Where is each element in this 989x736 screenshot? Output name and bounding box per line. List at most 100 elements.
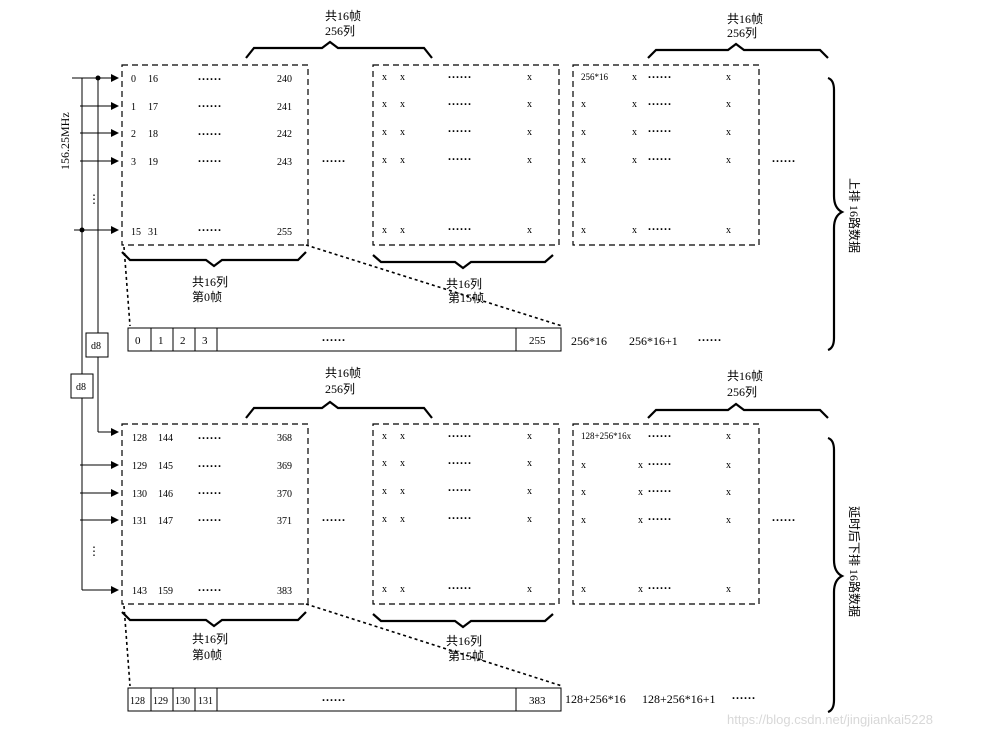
cell: x [400,458,405,469]
upper-f0-frame-label: 第0帧 [192,290,222,304]
cell: x [400,72,405,83]
lower-f0-frame-label: 第0帧 [192,648,222,662]
cell: x [726,155,731,166]
cell: 130 [132,489,147,500]
lower-seq-after-1: 128+256*16 [565,692,626,706]
delay-box-1 [85,332,109,358]
seq-end-cell: 383 [529,695,546,707]
cell: x [581,460,586,471]
ellipsis: ...... [648,454,672,468]
cell: 129 [132,461,147,472]
upper-zoom-lines [123,244,563,327]
upper-f15-cols-label: 共16列 [446,277,482,291]
ellipsis: ...... [448,426,472,440]
ellipsis: ...... [648,67,672,81]
cell: x [726,72,731,83]
lower-zoom-lines [123,603,563,687]
upper-frame-n-cells: 256*16 x ...... x x x ...... x x x .....… [581,67,731,236]
ellipsis: ...... [648,481,672,495]
delay-box-2 [70,373,94,399]
upper-seq-after-ellipsis: ...... [698,330,722,344]
cell: x [638,487,643,498]
cell: x [638,460,643,471]
upper-frames [121,64,760,246]
cell: x [527,431,532,442]
after-frames-ellipsis-lower: ...... [772,510,796,524]
cell: 242 [277,129,292,140]
cell: 18 [148,129,158,140]
cell: x [527,155,532,166]
ellipsis: ...... [198,483,222,497]
ellipsis: ...... [648,149,672,163]
cell: 255 [277,227,292,238]
ellipsis: ...... [448,67,472,81]
cell: x [632,72,637,83]
cell: x [726,460,731,471]
cell: x [382,486,387,497]
cell: x [726,431,731,442]
upper-top2-cols-label: 256列 [727,26,757,40]
lower-frame-15-cells: x x ...... x x x ...... x x x ...... x x… [382,426,532,595]
cell: 371 [277,516,292,527]
cell: x [638,515,643,526]
ellipsis: ...... [448,480,472,494]
ellipsis: ...... [448,121,472,135]
cell: 143 [132,586,147,597]
cell: x [581,127,586,138]
seq-cell: 128 [130,696,145,707]
cell: 159 [158,586,173,597]
cell: x [632,155,637,166]
upper-frame-n [572,64,760,246]
upper-seq-after-2: 256*16+1 [629,334,678,348]
cell: x [581,99,586,110]
between-frames-ellipsis: ...... [322,151,346,165]
ellipsis: ...... [648,426,672,440]
upper-top-braces [245,40,829,59]
upper-sequence-strip [127,327,562,352]
cell: x [382,99,387,110]
cell: x [400,127,405,138]
seq-cell: 0 [135,335,141,347]
ellipsis: ...... [198,96,222,110]
input-vdots: ⋮ [88,192,100,206]
upper-side-label: 上排 16路数据 [847,178,862,253]
cell: x [400,155,405,166]
cell: x [632,225,637,236]
cell: 1 [131,102,136,113]
seq-ellipsis: ...... [322,330,346,344]
seq-ellipsis: ...... [322,690,346,704]
cell: x [581,155,586,166]
lower-top2-frames-label: 共16帧 [727,369,763,383]
cell: 369 [277,461,292,472]
lower-top-braces [245,400,829,419]
upper-top-frames-label: 共16帧 [325,9,361,23]
cell: x [527,127,532,138]
lower-bottom-braces [121,611,554,629]
cell: x [382,458,387,469]
cell: 241 [277,102,292,113]
cell: 16 [148,74,158,85]
seq-cell: 131 [198,696,213,707]
ellipsis: ...... [198,428,222,442]
seq-cell: 130 [175,696,190,707]
upper-top2-frames-label: 共16帧 [727,12,763,26]
lower-f0-cols-label: 共16列 [192,632,228,646]
cell: 144 [158,433,173,444]
cell: 0 [131,74,136,85]
cell: x [726,584,731,595]
lower-frame-15 [372,423,560,605]
ellipsis: ...... [198,580,222,594]
cell: 145 [158,461,173,472]
cell: x [382,72,387,83]
cell: 146 [158,489,173,500]
cell: 17 [148,102,158,113]
cell: x [632,99,637,110]
upper-bottom-braces [121,251,554,270]
cell: x [726,225,731,236]
lower-frame-n-cells: 128+256*16x ...... x x x ...... x x x ..… [581,426,731,595]
upper-top-cols-label: 256列 [325,24,355,38]
lower-frames [121,423,760,605]
cell: x [400,431,405,442]
cell: 128 [132,433,147,444]
